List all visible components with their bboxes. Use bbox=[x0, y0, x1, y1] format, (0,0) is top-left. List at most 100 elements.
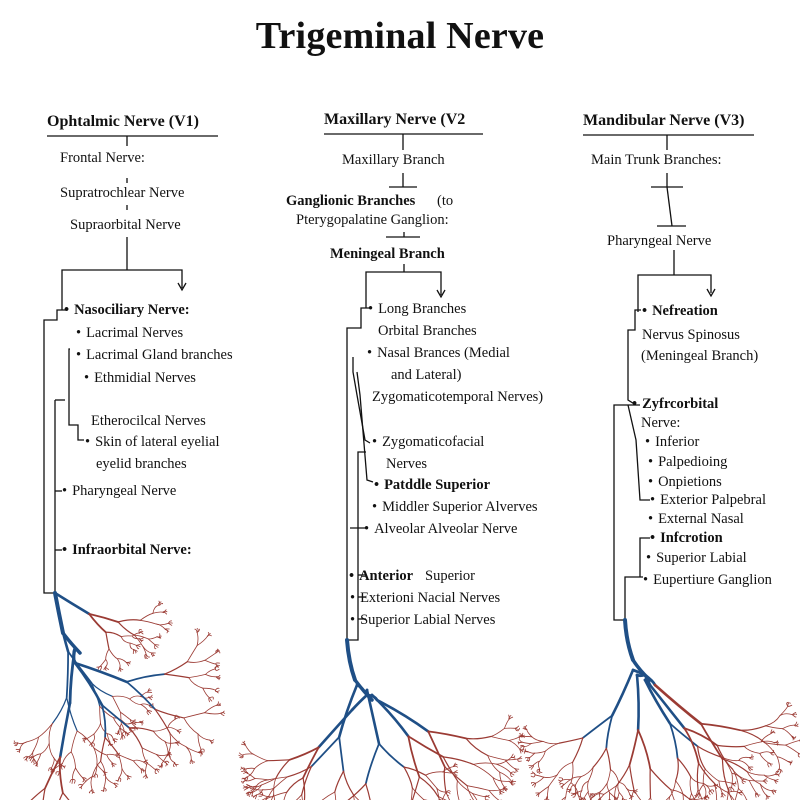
v1-nerve-tree-branch bbox=[72, 767, 76, 780]
v1-nerve-tree-branch bbox=[133, 760, 142, 770]
v3-nerve-tree-branch bbox=[581, 780, 589, 791]
nerve-twig bbox=[762, 778, 768, 782]
nerve-twig bbox=[214, 668, 220, 671]
v3-nerve-tree-branch bbox=[542, 740, 560, 745]
v1-nerve-tree-branch bbox=[106, 753, 117, 756]
v1-nerve-tree-branch bbox=[117, 619, 141, 623]
v2-nerve-tree-branch bbox=[407, 735, 421, 778]
nerve-twig bbox=[590, 793, 595, 797]
v2-nerve-tree-branch bbox=[425, 771, 443, 776]
v3-label: Superior Labial bbox=[646, 550, 747, 567]
v1-nerve-tree-branch bbox=[164, 741, 176, 744]
v3-nerve-tree-branch bbox=[677, 757, 692, 778]
v2-nerve-tree-branch bbox=[466, 785, 474, 800]
v3-nerve-tree-branch bbox=[653, 683, 703, 725]
nerve-twig bbox=[164, 761, 167, 767]
nerve-twig bbox=[216, 703, 221, 706]
nerve-twig bbox=[787, 702, 791, 707]
v3-nerve-tree-branch bbox=[718, 780, 723, 794]
v2-nerve-tree-branch bbox=[403, 766, 427, 776]
nerve-twig bbox=[708, 790, 711, 796]
v3-label: Zyfrcorbital bbox=[632, 396, 718, 413]
v2-nerve-tree-branch bbox=[347, 783, 367, 800]
v3-nerve-tree-branch bbox=[527, 751, 536, 754]
v2-nerve-tree-branch bbox=[254, 760, 269, 770]
v2-split-bracket bbox=[365, 271, 442, 308]
v3-nerve-tree-branch bbox=[535, 776, 545, 784]
v1-nerve-tree-branch bbox=[164, 661, 188, 675]
nerve-twig bbox=[526, 757, 531, 762]
v1-nerve-tree-branch bbox=[120, 635, 133, 638]
v2-nerve-tree-branch bbox=[508, 736, 521, 741]
v3-nerve-tree-branch bbox=[776, 756, 780, 770]
nerve-twig bbox=[777, 768, 780, 774]
v3-nerve-tree-branch bbox=[670, 789, 675, 800]
v1-nerve-tree-branch bbox=[129, 642, 137, 646]
v1-nerve-tree-branch bbox=[202, 687, 210, 699]
v2-nerve-tree-branch bbox=[334, 770, 345, 793]
nerve-twig bbox=[515, 725, 520, 729]
nerve-twig bbox=[741, 779, 747, 783]
nerve-twig bbox=[215, 676, 220, 681]
nerve-twig bbox=[510, 756, 516, 759]
v3-nerve-tree-branch bbox=[629, 764, 635, 791]
nerve-twig bbox=[709, 790, 713, 795]
v1-nerve-tree-branch bbox=[133, 634, 144, 647]
v3-nerve-tree-branch bbox=[734, 788, 739, 800]
v3-nerve-tree-branch bbox=[697, 788, 703, 800]
v3-nerve-tree-branch bbox=[759, 751, 771, 754]
v2-connectors bbox=[324, 133, 483, 641]
v2-label: Nasal Brances (Medial bbox=[367, 345, 510, 362]
v3-nerve-tree-branch bbox=[665, 796, 671, 800]
v3-nerve-tree-branch bbox=[668, 796, 671, 800]
v2-label: Alveolar Alveolar Nerve bbox=[364, 521, 517, 538]
nerve-twig bbox=[200, 748, 205, 753]
v1-nerve-tree-branch bbox=[152, 604, 160, 614]
v2-nerve-tree-branch bbox=[267, 759, 291, 762]
v1-nerve-tree-branch bbox=[133, 759, 145, 763]
v1-nerve-tree-branch bbox=[146, 762, 156, 771]
v3-nerve-tree-branch bbox=[544, 742, 560, 752]
v1-nerve-tree-branch bbox=[204, 704, 217, 714]
v2-nerve-tree-branch bbox=[472, 793, 478, 800]
v2-nerve-tree-branch bbox=[249, 784, 262, 788]
nerve-twig bbox=[792, 714, 797, 718]
nerve-twig bbox=[173, 762, 176, 767]
v2-outer-bracket bbox=[346, 307, 369, 641]
v1-nerve-tree-branch bbox=[105, 775, 115, 785]
v2-label: Orbital Branches bbox=[378, 323, 477, 339]
v2-nerve-tree-branch bbox=[465, 735, 492, 740]
nerve-twig bbox=[531, 782, 536, 784]
v3-bracket-bottom bbox=[624, 576, 643, 592]
v1-nerve-tree-branch bbox=[167, 726, 178, 731]
v1-nerve-tree-branch bbox=[117, 658, 121, 668]
nerve-twig bbox=[515, 727, 520, 732]
v1-nerve-tree-branch bbox=[95, 763, 98, 775]
nerve-twig bbox=[138, 632, 144, 635]
v1-nerve-tree-branch bbox=[139, 619, 157, 625]
nerve-twig bbox=[510, 781, 514, 786]
v2-label: Patddle Superior bbox=[374, 477, 490, 494]
v3-nerve-tree-branch bbox=[569, 776, 582, 781]
v1-nerve-tree-branch bbox=[118, 754, 123, 769]
v1-label: Nasociliary Nerve: bbox=[64, 302, 190, 319]
v1-nerve-tree-branch bbox=[106, 754, 113, 764]
v2-nerve-tree-branch bbox=[466, 785, 490, 791]
v2-nerve-tree-limb bbox=[350, 693, 369, 712]
v2-nerve-tree-branch bbox=[488, 788, 504, 792]
v1-nerve-tree-branch bbox=[152, 730, 166, 742]
nerve-twig bbox=[243, 740, 246, 746]
v3-nerve-tree-branch bbox=[760, 740, 775, 744]
nerve-twig bbox=[773, 742, 778, 746]
v3-nerve-tree-branch bbox=[763, 773, 777, 777]
v3-nerve-tree-branch bbox=[738, 760, 750, 768]
v1-label: Skin of lateral eyelial bbox=[85, 434, 219, 451]
v3-label: Exterior Palpebral bbox=[650, 492, 766, 509]
v1-nerve-tree-branch bbox=[73, 661, 128, 684]
nerve-twig bbox=[531, 771, 536, 776]
nerve-twig bbox=[55, 771, 60, 775]
nerve-twig bbox=[524, 748, 529, 753]
v3-nerve-tree-branch bbox=[697, 745, 706, 770]
nerve-twig bbox=[142, 773, 147, 778]
v1-nerve-tree-branch bbox=[155, 754, 168, 756]
